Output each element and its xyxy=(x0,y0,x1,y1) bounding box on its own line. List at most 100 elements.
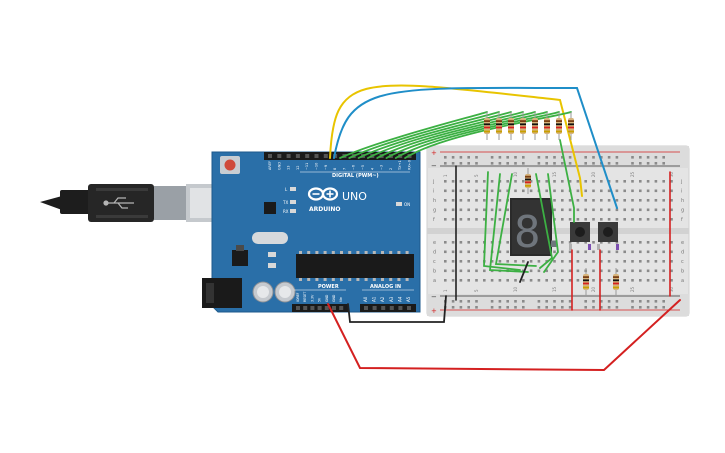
led-l-label: L xyxy=(285,187,288,192)
wire-black-display[interactable] xyxy=(519,261,529,283)
analog-pin-hole[interactable] xyxy=(364,306,368,310)
row-letter: h xyxy=(433,198,436,204)
digital-pin-label: 7 xyxy=(342,168,346,170)
power-pin-label: IOREF xyxy=(296,292,300,302)
digital-pin-hole[interactable] xyxy=(268,154,272,158)
led-rx xyxy=(290,209,296,213)
digital-pin-hole[interactable] xyxy=(295,154,300,158)
digital-label: DIGITAL (PWM~) xyxy=(332,173,379,179)
column-number: 20 xyxy=(591,171,596,177)
digital-pin-label: TX→1 xyxy=(398,160,402,171)
push-button-2[interactable] xyxy=(597,222,619,250)
resistor-6[interactable] xyxy=(544,112,550,140)
led-tx-label: TX xyxy=(282,200,288,205)
digital-pin-label: ~6 xyxy=(352,165,356,170)
analog-pin-hole[interactable] xyxy=(407,306,411,310)
power-pin-label: 5V xyxy=(318,297,322,302)
column-number: 10 xyxy=(513,171,518,177)
analog-pin-label: A3 xyxy=(389,296,394,302)
resistor-button-2[interactable] xyxy=(613,268,619,296)
wire-yellow[interactable] xyxy=(329,84,583,197)
rail-plus-top: + xyxy=(431,149,437,157)
usb-icon xyxy=(103,197,134,209)
row-letter: d xyxy=(433,250,436,256)
row-letter: i xyxy=(433,189,434,195)
resistor-button-1[interactable] xyxy=(583,268,589,296)
resistor-2[interactable] xyxy=(496,112,502,140)
digital-header[interactable] xyxy=(264,152,416,160)
row-letter: d xyxy=(681,250,684,256)
row-letter: a xyxy=(433,278,436,284)
analog-header[interactable] xyxy=(360,304,416,312)
digital-pin-hole[interactable] xyxy=(314,154,319,158)
seven-segment-display[interactable]: 8. xyxy=(510,198,567,258)
row-letter: c xyxy=(433,259,436,265)
digital-pin-label: ~5 xyxy=(361,165,365,170)
analog-pin-label: A2 xyxy=(380,296,385,302)
resistor-display[interactable] xyxy=(525,168,531,194)
resistor-3[interactable] xyxy=(508,112,514,140)
digital-pin-hole[interactable] xyxy=(323,154,328,158)
resistor-7[interactable] xyxy=(556,112,562,140)
arduino-logo-icon xyxy=(307,187,339,201)
column-number: 15 xyxy=(552,171,557,177)
digital-pin-hole[interactable] xyxy=(277,154,282,158)
digital-pin-hole[interactable] xyxy=(305,154,310,158)
crystal-oscillator xyxy=(252,232,288,244)
display-digit: 8. xyxy=(514,207,567,258)
resistor-5[interactable] xyxy=(532,112,538,140)
column-number: 5 xyxy=(474,174,479,177)
column-number: 25 xyxy=(630,171,635,177)
atmega-chip xyxy=(296,254,414,278)
wire-blue[interactable] xyxy=(333,86,618,209)
column-number: 20 xyxy=(591,286,596,292)
power-pin-hole[interactable] xyxy=(317,306,322,310)
power-pin-hole[interactable] xyxy=(332,306,336,310)
analog-pin-hole[interactable] xyxy=(381,306,386,310)
row-letter: e xyxy=(433,240,436,246)
digital-pin-label: ~10 xyxy=(315,163,319,170)
voltage-regulator xyxy=(232,250,248,266)
reset-button-cap[interactable] xyxy=(224,159,236,171)
digital-pin-label: AREF xyxy=(268,161,272,170)
wire-black-gnd[interactable] xyxy=(347,295,447,323)
analog-pin-hole[interactable] xyxy=(398,306,403,310)
column-number: 10 xyxy=(513,286,518,292)
resistor-4[interactable] xyxy=(520,112,526,140)
row-letter: f xyxy=(681,217,683,223)
analog-pin-hole[interactable] xyxy=(372,306,377,310)
row-letter: e xyxy=(681,240,684,246)
analog-label: ANALOG IN xyxy=(370,284,401,290)
row-letter: i xyxy=(681,189,682,195)
row-letter: b xyxy=(681,269,684,275)
digital-pin-label: ~9 xyxy=(324,165,328,170)
digital-pin-label: 2 xyxy=(389,168,393,170)
center-gap xyxy=(427,228,689,234)
analog-pin-hole[interactable] xyxy=(389,306,394,310)
power-pin-hole[interactable] xyxy=(303,306,308,310)
led-l xyxy=(290,187,296,191)
analog-pin-label: A4 xyxy=(397,296,402,302)
resistor-1[interactable] xyxy=(484,112,490,140)
column-number: 1 xyxy=(443,174,448,177)
power-pin-hole[interactable] xyxy=(310,306,315,310)
analog-pin-label: A5 xyxy=(406,296,411,302)
digital-pin-label: 13 xyxy=(287,166,291,170)
power-pin-hole[interactable] xyxy=(296,306,300,310)
power-pin-label: RESET xyxy=(303,292,307,302)
power-pin-hole[interactable] xyxy=(324,306,329,310)
resistor-8[interactable] xyxy=(568,112,574,140)
column-number: 30 xyxy=(669,171,674,177)
power-pin-label: Vin xyxy=(339,297,343,302)
wire-red-5v[interactable] xyxy=(327,299,681,372)
push-button-1[interactable] xyxy=(569,222,591,250)
digital-pin-hole[interactable] xyxy=(286,154,291,158)
digital-pin-label: ~11 xyxy=(305,163,309,170)
digital-pin-label: ~3 xyxy=(380,165,384,170)
row-letter: a xyxy=(681,278,684,284)
usb-cable[interactable] xyxy=(40,184,226,222)
power-pin-hole[interactable] xyxy=(339,306,344,310)
